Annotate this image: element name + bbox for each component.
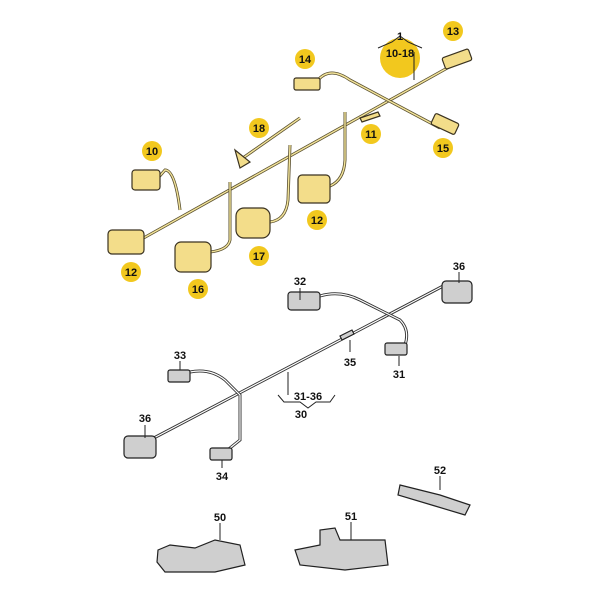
connector-36-left <box>123 435 157 459</box>
callout-30: 30 <box>295 409 307 421</box>
svg-text:14: 14 <box>299 54 312 66</box>
clip-18 <box>233 148 252 169</box>
svg-text:15: 15 <box>437 143 449 155</box>
upper-callouts: 1 10-18 13 14 11 15 18 10 12 12 17 16 <box>121 21 463 299</box>
callout-33: 33 <box>174 350 186 362</box>
callout-16: 16 <box>188 279 208 299</box>
callout-31: 31 <box>393 369 405 381</box>
callout-36-left: 36 <box>139 413 151 425</box>
upper-harness-wires <box>139 60 459 254</box>
clip-11 <box>359 111 381 123</box>
connector-17 <box>235 207 271 239</box>
connector-12-left <box>107 229 145 255</box>
callout-15: 15 <box>433 138 453 158</box>
svg-text:11: 11 <box>365 129 377 141</box>
callout-10: 10 <box>142 141 162 161</box>
connector-33 <box>167 369 191 383</box>
callout-14: 14 <box>295 49 315 69</box>
connector-13 <box>441 48 473 70</box>
svg-text:13: 13 <box>447 26 459 38</box>
connector-31 <box>384 342 408 356</box>
callout-11: 11 <box>361 124 381 144</box>
grommet-52 <box>397 484 471 516</box>
connector-34 <box>209 447 233 461</box>
callout-10-18: 10-18 <box>386 48 414 60</box>
connector-15 <box>430 113 460 135</box>
connector-16 <box>174 241 212 273</box>
callout-36-right: 36 <box>453 261 465 273</box>
lower-callouts: 32 36 33 35 31 31-36 30 36 34 52 50 51 <box>139 261 465 540</box>
svg-text:17: 17 <box>253 251 265 263</box>
callout-32: 32 <box>294 276 306 288</box>
connector-10 <box>131 169 161 191</box>
connector-14 <box>293 77 321 91</box>
upper-connectors <box>107 48 473 273</box>
callout-50: 50 <box>214 512 226 524</box>
callout-35: 35 <box>344 357 356 369</box>
callout-31-36: 31-36 <box>294 391 322 403</box>
bracket-51 <box>294 527 389 571</box>
clip-35 <box>339 329 355 341</box>
svg-text:18: 18 <box>253 123 265 135</box>
lower-connectors <box>123 280 473 573</box>
connector-36-right <box>441 280 473 304</box>
callout-12-right: 12 <box>307 210 327 230</box>
callout-12-left: 12 <box>121 262 141 282</box>
connector-32 <box>287 291 321 311</box>
callout-51: 51 <box>345 511 357 523</box>
connector-12-right <box>297 174 331 204</box>
lower-harness-wires <box>149 283 446 454</box>
svg-text:16: 16 <box>192 284 204 296</box>
callout-1: 1 <box>397 31 403 43</box>
callout-34: 34 <box>216 471 229 483</box>
callout-13: 13 <box>443 21 463 41</box>
svg-text:12: 12 <box>125 267 137 279</box>
callout-18: 18 <box>249 118 269 138</box>
svg-text:12: 12 <box>311 215 323 227</box>
callout-52: 52 <box>434 465 446 477</box>
svg-text:10: 10 <box>146 146 158 158</box>
callout-17: 17 <box>249 246 269 266</box>
bracket-50 <box>156 539 246 573</box>
